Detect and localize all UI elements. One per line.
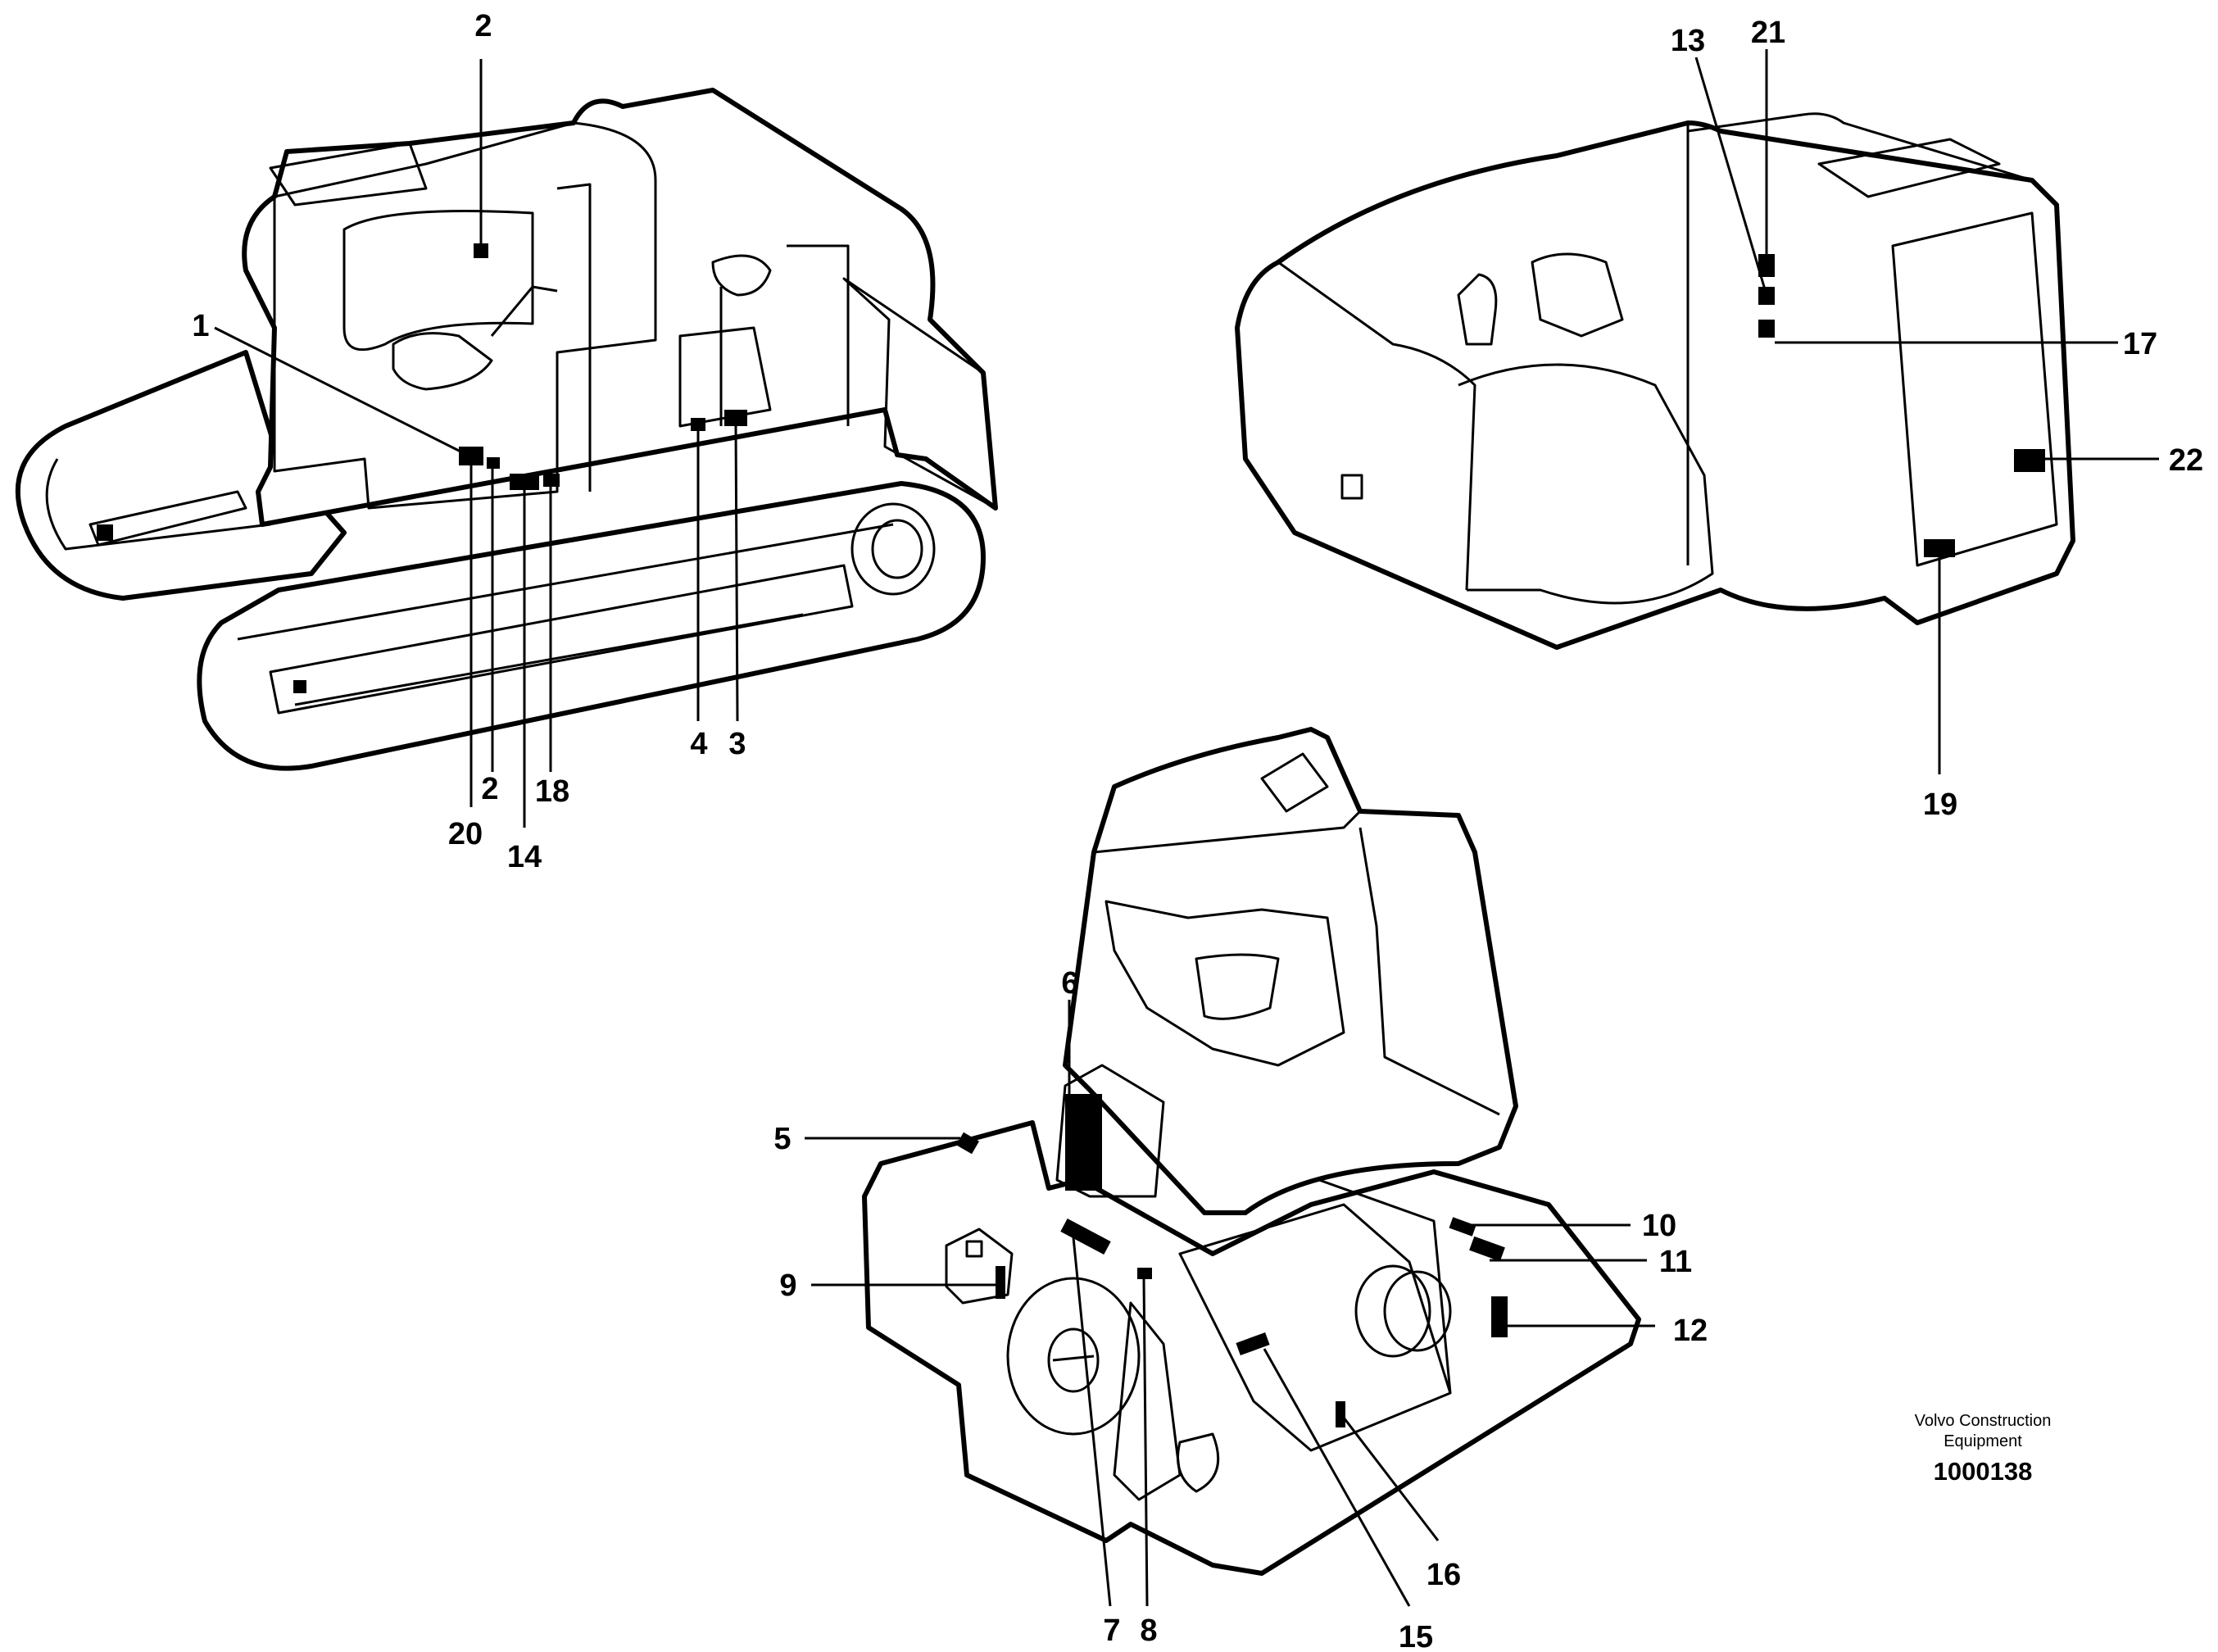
callout-20: 20 xyxy=(448,817,483,851)
callout-5: 5 xyxy=(773,1122,791,1156)
callout-14: 14 xyxy=(507,840,542,874)
open-hood xyxy=(842,277,997,510)
decal-12 xyxy=(1491,1296,1508,1337)
callout-8: 8 xyxy=(1140,1613,1157,1648)
callout-11: 11 xyxy=(1659,1245,1692,1279)
illustration-reference-number: 1000138 xyxy=(1933,1457,2033,1486)
decal-18 xyxy=(543,474,560,487)
callout-4: 4 xyxy=(690,727,707,761)
decal-3 xyxy=(724,410,747,426)
decal-13 xyxy=(1758,287,1775,305)
callout-22: 22 xyxy=(2169,443,2203,478)
decal-4 xyxy=(691,418,705,431)
decal-9 xyxy=(996,1266,1005,1299)
decal-2-lower xyxy=(487,457,500,469)
decal-track-front xyxy=(293,680,306,693)
decal-14 xyxy=(510,474,539,490)
superstructure-view: 5 6 7 8 9 10 11 12 15 16 xyxy=(773,727,1708,1652)
rear-view-cab: 13 21 17 22 19 xyxy=(1235,16,2203,822)
callout-21: 21 xyxy=(1751,16,1785,50)
callout-13: 13 xyxy=(1671,24,1705,58)
side-view-excavator: 1 2 2 3 4 14 18 20 xyxy=(15,9,998,874)
upper-body xyxy=(242,88,998,527)
callout-1: 1 xyxy=(192,309,209,343)
decal-2-cab xyxy=(474,243,488,258)
decal-7 xyxy=(1060,1218,1111,1255)
decal-19 xyxy=(1924,539,1955,557)
cab-body xyxy=(1063,727,1518,1215)
callout-3: 3 xyxy=(728,727,746,761)
decal-16 xyxy=(1336,1401,1345,1427)
callout-16: 16 xyxy=(1427,1558,1461,1592)
engine-fan xyxy=(1006,1277,1141,1436)
battery-box xyxy=(945,1228,1014,1305)
callout-18: 18 xyxy=(535,774,569,809)
callout-19: 19 xyxy=(1923,787,1957,822)
decal-22 xyxy=(2014,449,2045,472)
decal-11 xyxy=(1469,1236,1505,1262)
decal-15 xyxy=(1236,1332,1270,1356)
decal-10 xyxy=(1449,1217,1476,1237)
front-track xyxy=(197,481,986,771)
publisher-line-1: Volvo Construction xyxy=(1914,1412,2052,1430)
callout-9: 9 xyxy=(779,1268,796,1303)
callout-2-top: 2 xyxy=(474,9,492,43)
idler-wheel xyxy=(850,502,936,596)
callout-15: 15 xyxy=(1399,1620,1433,1652)
decal-17 xyxy=(1758,320,1775,338)
callout-10: 10 xyxy=(1642,1209,1676,1243)
publisher-footer: Volvo Construction Equipment 1000138 xyxy=(1835,1411,2130,1486)
callout-2-bottom: 2 xyxy=(481,772,498,806)
decal-8 xyxy=(1137,1268,1152,1279)
decal-21 xyxy=(1758,254,1775,277)
callout-7: 7 xyxy=(1103,1613,1120,1648)
decal-track-rear xyxy=(97,524,113,541)
publisher-line-2: Equipment xyxy=(1944,1432,2022,1450)
operator-seat xyxy=(392,332,493,391)
callout-6: 6 xyxy=(1061,966,1078,1001)
decal-5 xyxy=(955,1132,980,1155)
cab xyxy=(273,121,657,510)
cooler-block xyxy=(1055,1064,1165,1198)
callout-12: 12 xyxy=(1673,1314,1708,1348)
callout-17: 17 xyxy=(2123,327,2157,361)
decal-6 xyxy=(1065,1094,1102,1191)
